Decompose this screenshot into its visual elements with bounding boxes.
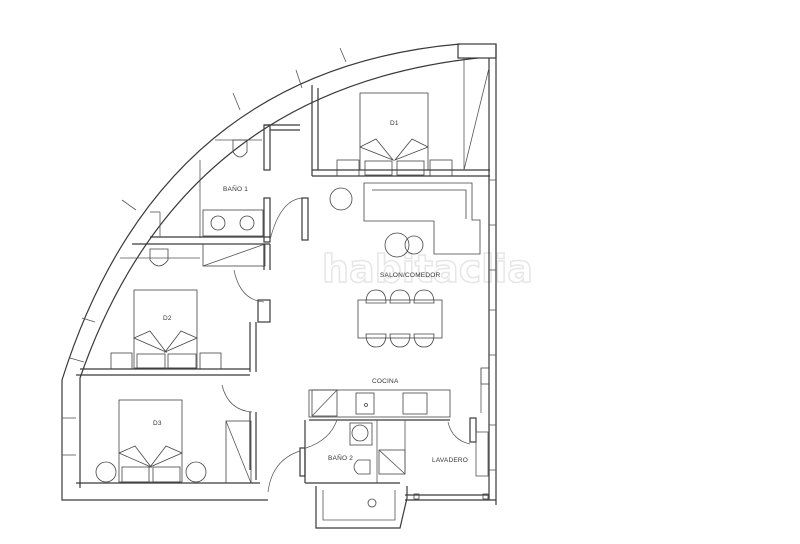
- sink-icon: [351, 424, 369, 442]
- sink-icon: [355, 392, 375, 415]
- room-label-d1: D1: [390, 120, 399, 127]
- room-cocina: COCINA: [308, 367, 490, 421]
- room-salon: SALON/COMEDOR: [329, 182, 481, 348]
- room-label-d3: D3: [153, 420, 162, 427]
- dining-table-icon: [357, 299, 443, 339]
- room-label-lavadero: LAVADERO: [432, 457, 468, 464]
- room-lavadero: LAVADERO: [405, 417, 496, 501]
- room-bano2: BAÑO 2: [304, 419, 408, 529]
- toilet-icon: [232, 139, 248, 158]
- right-wall: [457, 43, 497, 505]
- sink-icon: [210, 215, 226, 231]
- sink-icon: [239, 215, 255, 231]
- room-d3: D3: [76, 399, 260, 484]
- room-label-d2: D2: [163, 315, 172, 322]
- watermark: habitaclia: [322, 247, 533, 291]
- outer-curved-wall: [61, 43, 479, 501]
- toilet-icon: [353, 459, 371, 475]
- room-d1: D1: [311, 58, 490, 177]
- hall-walls: [221, 244, 306, 493]
- bed-icon: [359, 92, 429, 171]
- room-label-cocina: COCINA: [372, 378, 399, 385]
- room-bano1: BAÑO 1: [132, 124, 309, 267]
- bed-icon: [118, 399, 183, 483]
- sofa-icon: [363, 182, 481, 255]
- bed-icon: [133, 289, 198, 369]
- room-label-bano1: BAÑO 1: [223, 184, 248, 193]
- room-label-salon: SALON/COMEDOR: [380, 272, 440, 279]
- armchair-icon: [149, 248, 169, 267]
- room-label-bano2: BAÑO 2: [328, 453, 353, 462]
- room-d2: D2: [76, 248, 250, 376]
